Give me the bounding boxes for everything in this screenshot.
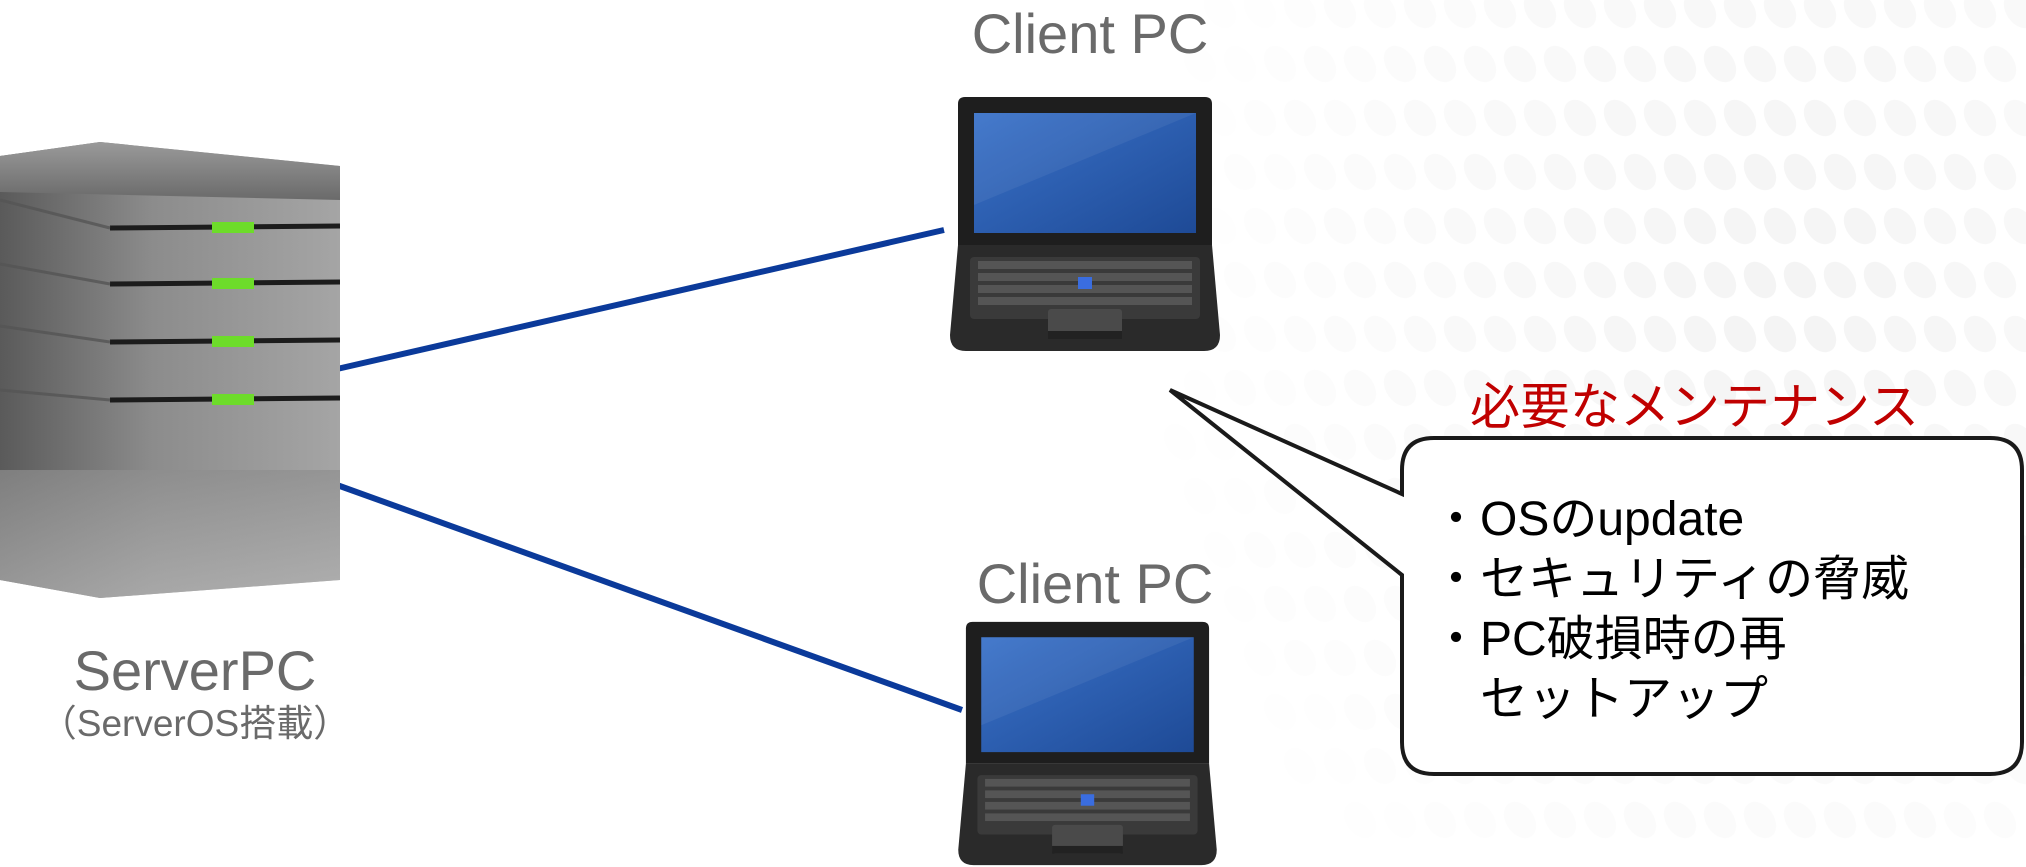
server-led [212, 278, 254, 289]
maintenance-title: 必要なメンテナンス [1470, 379, 1919, 435]
laptop-icon [950, 97, 1220, 351]
connection-line-server-client2 [335, 482, 964, 713]
background-dot [1743, 369, 1777, 407]
background-dot [1723, 315, 1757, 353]
server-led [212, 222, 254, 233]
server-led [212, 394, 254, 405]
server-tower-icon [0, 142, 341, 598]
background-dot [1783, 369, 1817, 407]
server-label: ServerPC [73, 639, 317, 702]
client-pc-label-1: Client PC [971, 2, 1209, 65]
background-dot [1703, 261, 1737, 299]
maintenance-item: ・OSのupdate [1432, 493, 1745, 546]
maintenance-item: ・セキュリティの脅威 [1432, 553, 1910, 606]
maintenance-item: ・PC破損時の再 [1432, 613, 1787, 666]
background-dot [1743, 261, 1777, 299]
connection-line-server-client1 [336, 227, 945, 372]
server-sublabel: （ServerOS搭載） [39, 703, 351, 744]
server-led [212, 336, 254, 347]
maintenance-item: セットアップ [1432, 673, 1769, 726]
background-dot [1803, 207, 1837, 245]
background-dot [1783, 261, 1817, 299]
laptop-icon [958, 621, 1217, 866]
maintenance-list: ・OSのupdate ・セキュリティの脅威 ・PC破損時の再 セットアップ [1432, 490, 1909, 730]
client-pc-label-2: Client PC [976, 552, 1214, 615]
background-dot [1763, 207, 1797, 245]
background-dot [1763, 315, 1797, 353]
background-dot [1723, 207, 1757, 245]
background-dot [1823, 261, 1857, 299]
background-dot [1803, 315, 1837, 353]
